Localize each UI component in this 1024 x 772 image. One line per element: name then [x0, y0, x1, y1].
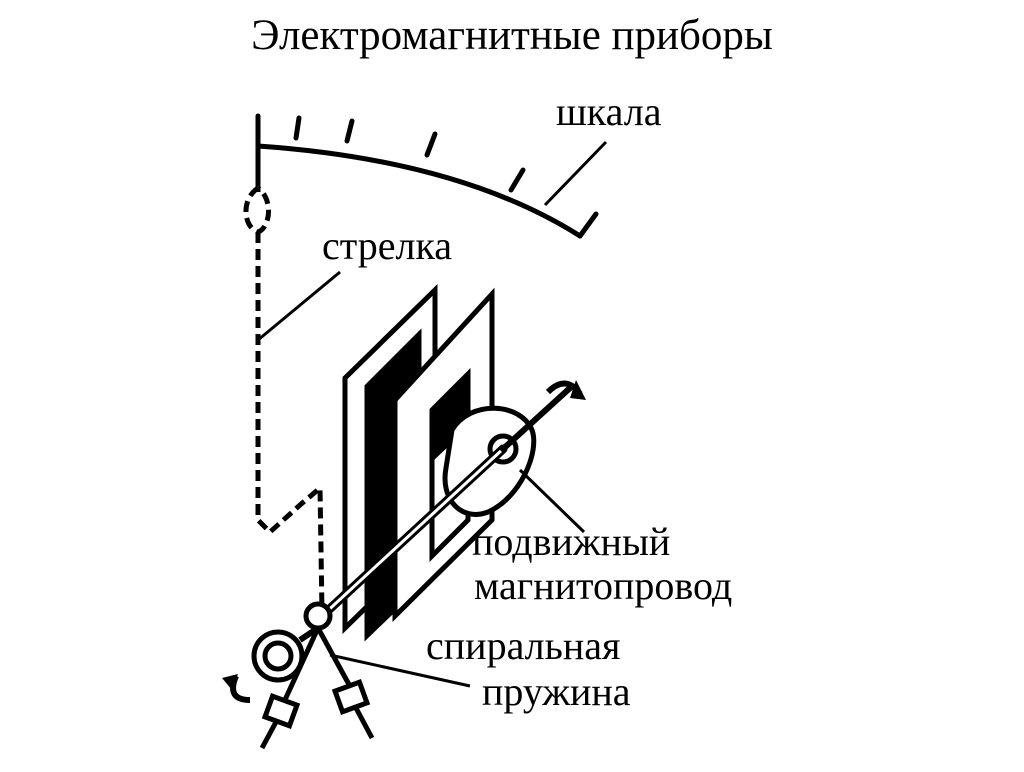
scale-right-end: [577, 211, 599, 239]
spring-assembly: [230, 601, 355, 704]
label-core-line2: магнитопровод: [474, 563, 733, 608]
needle-body: [255, 232, 325, 613]
coil: [342, 284, 495, 642]
terminal-left: [261, 693, 301, 729]
label-scale: шкала: [556, 89, 662, 134]
shaft-inner: [320, 447, 505, 618]
spring-leader-line: [329, 653, 471, 688]
coil-window-shadow: [432, 374, 468, 462]
scale-tick: [424, 131, 438, 158]
rotation-arrow-top-head: [570, 380, 586, 400]
lead-left: [281, 626, 321, 704]
shaft-top: [500, 385, 573, 452]
spiral-spring-inner: [262, 640, 294, 672]
terminal-left-wire: [259, 720, 279, 750]
terminals: [259, 679, 375, 750]
terminal-right-wire: [353, 706, 375, 740]
terminal-right: [331, 679, 371, 715]
shaft: [317, 385, 573, 621]
scale-leader-line: [543, 140, 608, 207]
lead-right: [315, 626, 355, 692]
needle: [243, 185, 325, 613]
rotation-arrow-bottom-head: [222, 674, 238, 690]
label-spring-line2: пружина: [482, 669, 631, 714]
needle-leader-line: [257, 270, 341, 342]
label-spring-line1: спиральная: [426, 623, 621, 668]
scale-arc: [255, 143, 583, 239]
diagram-title: Электромагнитные приборы: [251, 12, 773, 59]
label-core-line1: подвижный: [472, 519, 671, 564]
core-leader-line: [518, 468, 586, 534]
label-needle: стрелка: [322, 223, 453, 268]
scale-tick: [293, 115, 302, 141]
needle-tip: [243, 185, 271, 235]
scale: [255, 113, 599, 239]
pivot-bearing: [303, 601, 333, 631]
scale-tick: [344, 118, 355, 144]
scale-tick: [508, 167, 526, 193]
